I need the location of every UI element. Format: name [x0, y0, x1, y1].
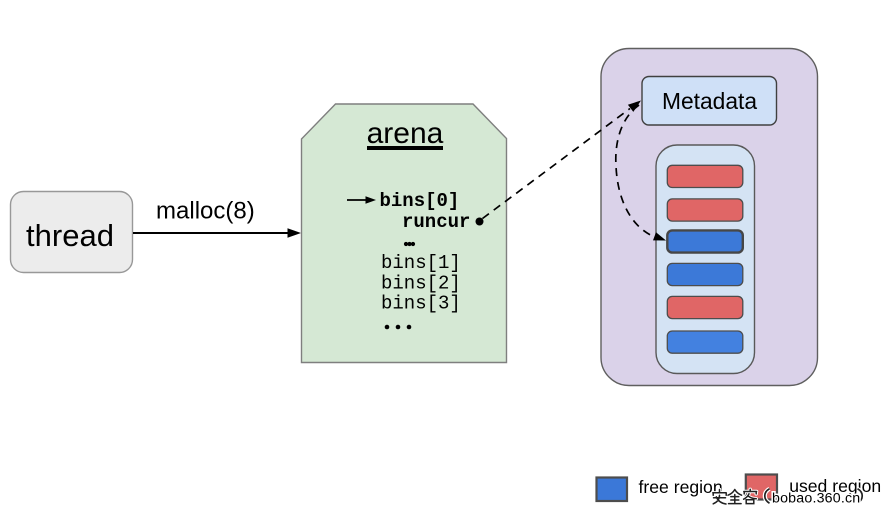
svg-text:free region: free region	[639, 477, 723, 497]
svg-text:thread: thread	[26, 218, 114, 253]
svg-text:bobao.360.cn: bobao.360.cn	[772, 491, 860, 507]
svg-text:Metadata: Metadata	[662, 88, 757, 114]
svg-text:runcur: runcur	[402, 211, 470, 233]
svg-text:malloc(8): malloc(8)	[156, 198, 255, 225]
svg-text:arena: arena	[367, 117, 444, 150]
svg-text:bins[1]: bins[1]	[381, 252, 461, 274]
svg-text:bins[2]: bins[2]	[381, 273, 461, 295]
svg-text:bins[0]: bins[0]	[380, 190, 460, 212]
svg-text:bins[3]: bins[3]	[381, 293, 461, 315]
